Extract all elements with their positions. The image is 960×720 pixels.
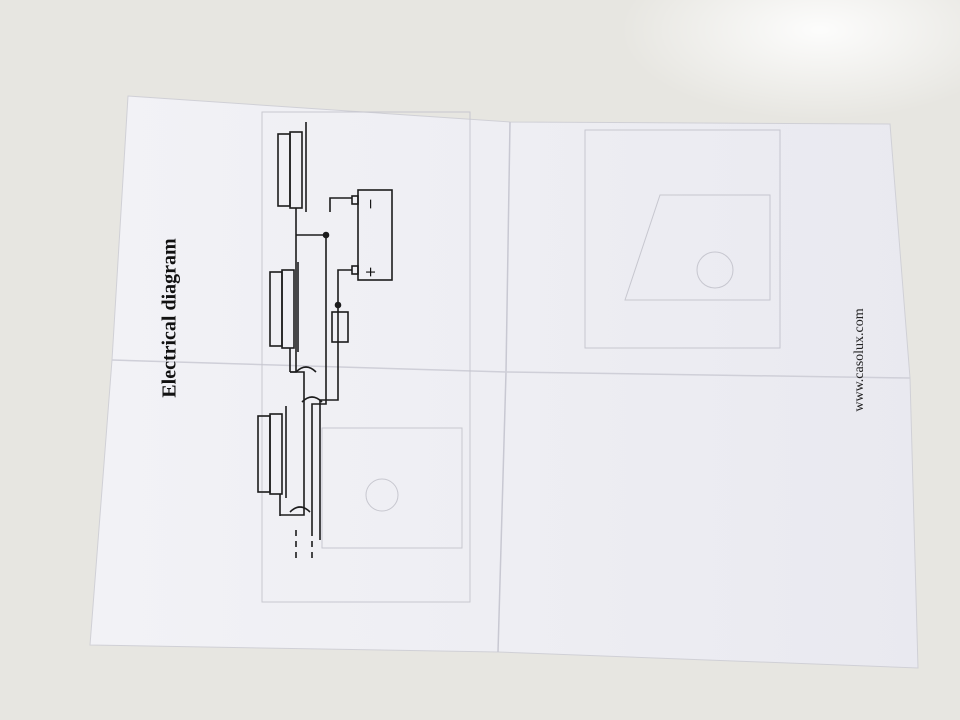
electrical-diagram (257, 122, 393, 560)
heater-panel-2 (269, 262, 299, 372)
fuse (331, 311, 349, 343)
crossover-2 (301, 396, 323, 403)
battery-minus-label: − (363, 198, 379, 210)
heater-panel-1 (277, 122, 307, 235)
wire-a (296, 234, 327, 530)
wire-d (320, 269, 352, 401)
bleed-through (261, 111, 781, 603)
diagram-title: Electrical diagram (158, 238, 181, 398)
battery-plus-label: + (363, 266, 379, 278)
table-glare (620, 0, 960, 120)
heater-panel-3 (257, 406, 287, 516)
battery-labels: − + (363, 198, 379, 278)
crossover-1 (295, 366, 317, 373)
wire-c (329, 197, 352, 212)
paper-sheet (89, 95, 919, 669)
crossover-3 (289, 506, 311, 513)
battery (351, 189, 393, 281)
website-url: www.casolux.com (852, 308, 867, 412)
fold-horizontal (111, 359, 911, 379)
